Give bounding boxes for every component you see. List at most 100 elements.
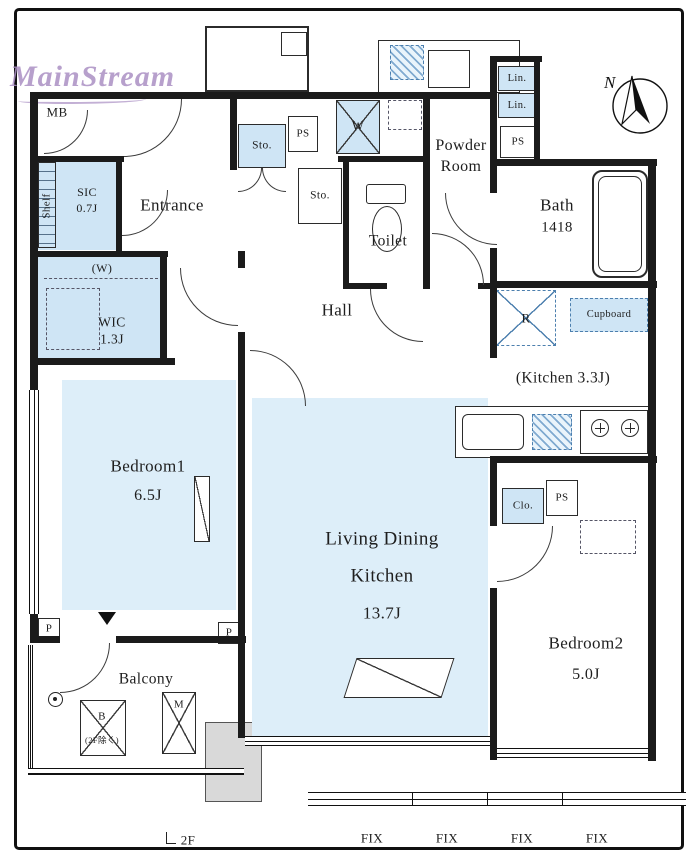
pipe-space2-box	[500, 126, 536, 158]
balcony-rail-bottom	[28, 768, 244, 775]
wall	[343, 156, 349, 289]
closet-box	[502, 488, 544, 524]
fix-window-label: FIX	[360, 830, 384, 846]
balcony-m-label: M	[173, 698, 185, 711]
wall	[478, 283, 497, 289]
wall	[238, 251, 245, 268]
floor-leader-glyph	[166, 832, 176, 844]
lower-balcony-rail	[308, 792, 686, 806]
fix-window-label: FIX	[585, 830, 609, 846]
burner-icon	[591, 419, 609, 437]
wall	[30, 358, 175, 365]
wic-label: WIC	[98, 314, 126, 330]
fix-window-label: FIX	[435, 830, 459, 846]
cupboard-box	[570, 298, 648, 332]
drain-icon	[48, 692, 63, 707]
kitchen-hatch-space	[532, 414, 572, 450]
ps1-label: PS	[296, 127, 310, 140]
wic-floor	[36, 257, 160, 358]
storage1-box	[238, 124, 286, 168]
closet-label: Clo.	[512, 499, 534, 512]
wall	[490, 56, 542, 62]
sic-label: SIC	[77, 185, 97, 199]
furniture-dashed-space	[580, 520, 636, 554]
bedroom2-size-label: 5.0J	[572, 666, 600, 683]
rail-mullion	[562, 793, 564, 805]
balcony-b-unit	[80, 700, 126, 756]
wall	[30, 156, 124, 162]
linen2-label: Lin.	[507, 99, 527, 111]
wall	[230, 92, 237, 170]
ldk-size-label: 13.7J	[362, 603, 402, 623]
wall	[490, 56, 497, 193]
w-paren-label: (W)	[91, 261, 113, 275]
washer-dashed-space	[388, 100, 422, 130]
wall	[116, 636, 246, 643]
ldk-label-line1: Living Dining	[325, 528, 439, 550]
shelf-label: Shelf	[40, 193, 53, 219]
storage1-label: Sto.	[252, 139, 272, 152]
hall-label: Hall	[321, 300, 353, 320]
bedroom1-label: Bedroom1	[110, 456, 186, 476]
washer-label: W	[351, 118, 365, 133]
wall	[30, 251, 168, 257]
wall	[238, 332, 245, 738]
wall	[490, 588, 497, 760]
burner-icon	[621, 419, 639, 437]
service-block	[205, 722, 262, 802]
brand-logo: MainStream	[10, 60, 176, 93]
balcony-b-label: B	[98, 710, 106, 723]
powder-room-label-line1: Powder	[435, 137, 487, 154]
entrance-label: Entrance	[140, 195, 204, 215]
stairwell-inner-box	[281, 32, 307, 56]
wic-size-label: 1.3J	[100, 331, 124, 347]
wall	[30, 636, 60, 643]
wall	[490, 456, 657, 463]
duct-box	[428, 50, 470, 88]
balcony-rail-left	[28, 645, 33, 775]
linen1-label: Lin.	[507, 72, 527, 84]
wall	[338, 156, 428, 162]
balcony-b-note: (2F除く)	[84, 734, 120, 745]
toilet-tank	[366, 184, 406, 204]
wall	[534, 56, 540, 161]
rail-mullion	[412, 793, 414, 805]
storage2-box	[298, 168, 342, 224]
wall	[423, 92, 430, 289]
cupboard-label: Cupboard	[586, 308, 632, 320]
wall	[490, 281, 657, 288]
ldk-window	[245, 736, 490, 746]
outer-frame	[14, 8, 684, 850]
toilet-label: Toilet	[368, 232, 408, 250]
floor-label: 2F	[180, 832, 196, 848]
wic-hanger-rod	[44, 278, 158, 279]
balcony-label: Balcony	[118, 670, 174, 688]
sic-size-label: 0.7J	[76, 201, 98, 215]
storage2-label: Sto.	[310, 189, 330, 202]
direction-triangle-icon	[98, 612, 116, 625]
mb-label: MB	[46, 104, 68, 120]
wall	[490, 248, 497, 358]
compass-icon: N	[603, 73, 668, 134]
refrigerator-label: R	[521, 310, 531, 326]
toilet-bowl	[372, 206, 402, 252]
pipe-right-label: P	[225, 626, 233, 639]
pipe-space1-box	[288, 116, 318, 152]
bath-size-label: 1418	[541, 219, 573, 236]
wall	[30, 92, 492, 99]
sic-shelf-strip	[38, 162, 56, 248]
bath-label: Bath	[540, 195, 574, 215]
pipe-left-label: P	[45, 622, 53, 635]
wall	[116, 156, 122, 257]
bedroom2-label: Bedroom2	[548, 633, 624, 653]
duct-hatch	[390, 45, 424, 80]
bathtub-inner	[598, 176, 642, 272]
balcony-m-unit	[162, 692, 196, 754]
ldk-table	[343, 658, 455, 698]
wall	[490, 456, 497, 526]
bedroom1-size-label: 6.5J	[134, 487, 162, 504]
powder-room-label-line2: Room	[440, 158, 482, 175]
wall	[160, 251, 167, 365]
fix-window-label: FIX	[510, 830, 534, 846]
